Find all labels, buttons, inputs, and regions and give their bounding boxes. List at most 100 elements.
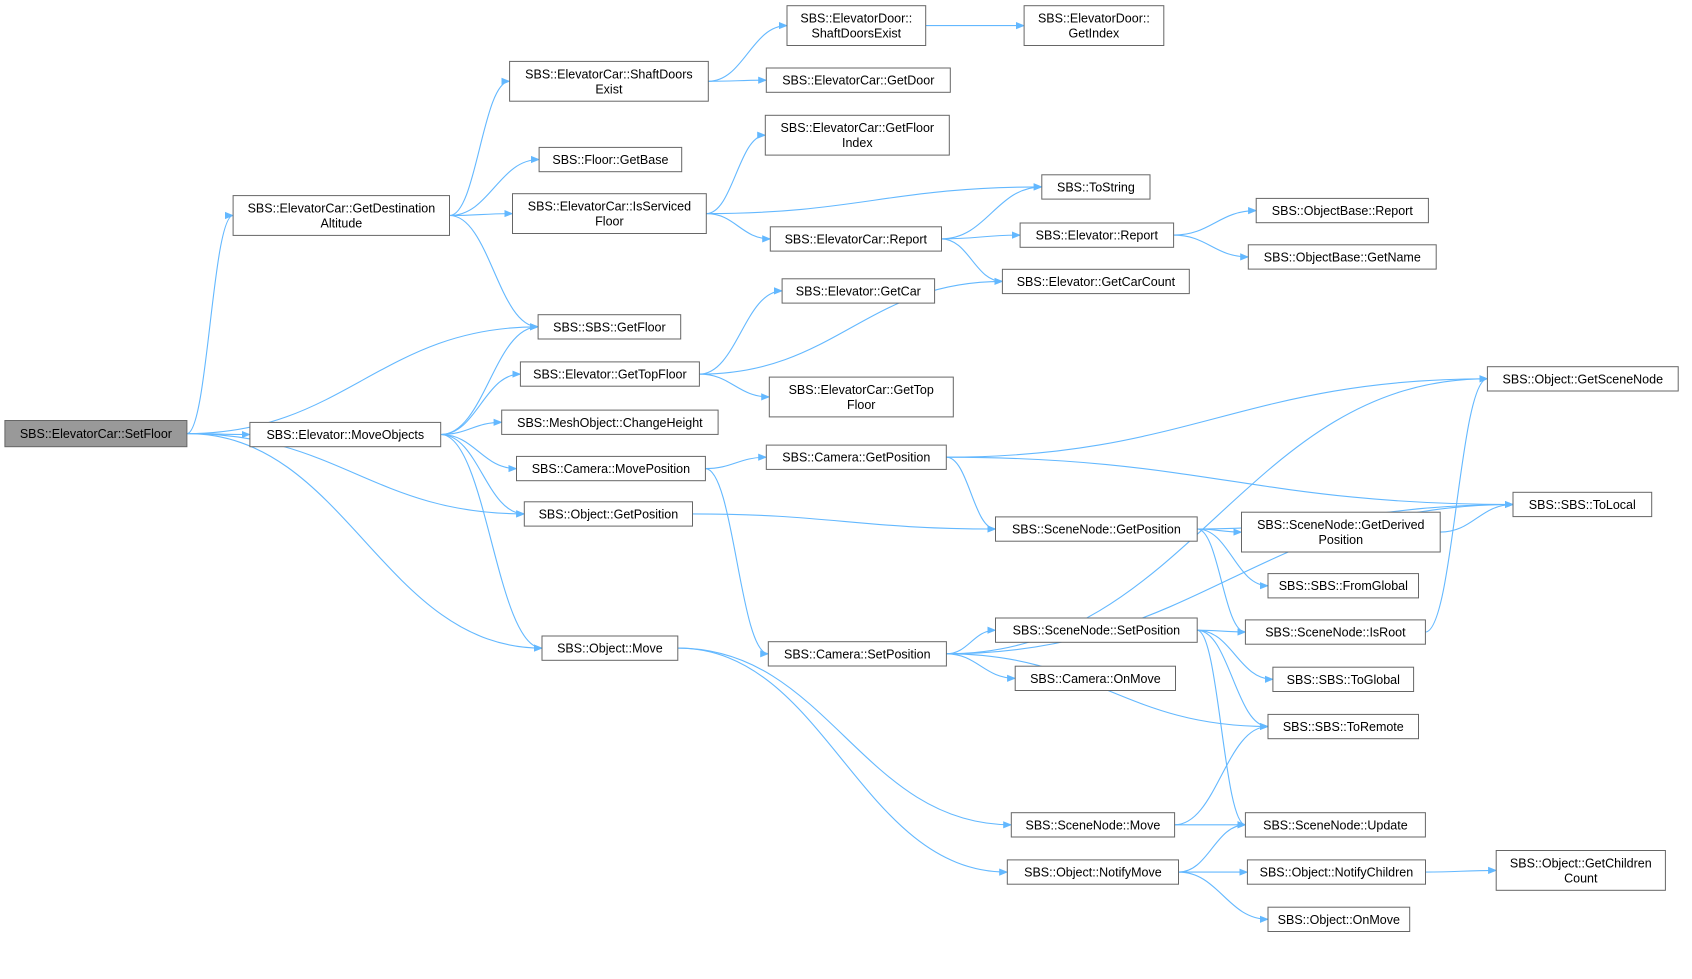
- edge-n4-n27: [692, 513, 997, 533]
- edge-n7-n14: [708, 76, 768, 84]
- node-label: SBS::SBS::FromGlobal: [1279, 579, 1408, 593]
- root-function-node[interactable]: SBS::ElevatorCar::SetFloor: [4, 420, 188, 448]
- node-box: [995, 516, 1198, 542]
- node-label: SBS::SceneNode::GetPosition: [1012, 523, 1181, 537]
- node-label: SBS::Object::GetPosition: [539, 507, 679, 521]
- function-node[interactable]: SBS::Elevator::GetCarCount: [1001, 268, 1190, 295]
- edge-n3-n11: [440, 418, 503, 436]
- function-node[interactable]: SBS::Camera::OnMove: [1014, 665, 1177, 692]
- edge-n1-n2: [186, 211, 234, 435]
- function-node[interactable]: SBS::SceneNode::GetPosition: [995, 516, 1198, 542]
- node-label: SBS::SceneNode::IsRoot: [1265, 626, 1406, 640]
- function-node[interactable]: SBS::Camera::MovePosition: [516, 455, 706, 482]
- function-node[interactable]: SBS::ElevatorDoor::GetIndex: [1023, 5, 1165, 46]
- edge-n40-n41: [1425, 866, 1498, 875]
- edge-n3-n10: [440, 370, 522, 436]
- node-box: [512, 193, 707, 234]
- node-box: [1246, 859, 1427, 885]
- node-box: [765, 67, 951, 93]
- edge-n18-n20: [941, 238, 1004, 285]
- function-node[interactable]: SBS::ElevatorCar::ShaftDoorsExist: [509, 60, 709, 102]
- node-label: SBS::SBS::ToLocal: [1529, 498, 1636, 512]
- edge-n25-n29: [946, 456, 1514, 509]
- edge-n33-n38: [1196, 629, 1247, 829]
- function-node[interactable]: SBS::Object::OnMove: [1267, 906, 1411, 933]
- function-node[interactable]: SBS::Elevator::GetTopFloor: [519, 361, 700, 387]
- function-node[interactable]: SBS::Elevator::Report: [1019, 222, 1175, 248]
- edge-n2-n8: [449, 155, 540, 217]
- function-node[interactable]: SBS::SceneNode::IsRoot: [1244, 619, 1426, 645]
- edge-n18-n17: [941, 183, 1043, 240]
- function-node[interactable]: SBS::ElevatorCar::GetDoor: [765, 67, 951, 93]
- node-label: SBS::Elevator::GetTopFloor: [533, 368, 687, 382]
- function-node[interactable]: SBS::Object::NotifyChildren: [1246, 859, 1427, 885]
- function-node[interactable]: SBS::Camera::SetPosition: [767, 641, 947, 667]
- function-node[interactable]: SBS::SceneNode::Update: [1244, 812, 1426, 838]
- node-label: SBS::ObjectBase::Report: [1272, 204, 1414, 218]
- edge-n3-n4: [440, 433, 526, 518]
- node-box: [765, 444, 947, 470]
- edge-n30-n29: [1440, 500, 1514, 533]
- node-box: [1512, 491, 1653, 518]
- node-label: SBS::Object::GetSceneNode: [1503, 372, 1664, 386]
- node-label: SBS::SBS::ToGlobal: [1287, 673, 1400, 687]
- node-label: SBS::Object::Move: [557, 642, 663, 656]
- edge-n27-n31: [1197, 528, 1269, 590]
- node-label: Altitude: [321, 217, 363, 231]
- function-node[interactable]: SBS::Floor::GetBase: [538, 146, 683, 173]
- function-node[interactable]: SBS::SBS::ToGlobal: [1272, 666, 1415, 693]
- node-label: SBS::ToString: [1057, 180, 1135, 194]
- node-box: [249, 421, 442, 448]
- function-node[interactable]: SBS::MeshObject::ChangeHeight: [501, 409, 719, 435]
- edge-n33-n36: [1197, 629, 1269, 731]
- function-node[interactable]: SBS::SBS::FromGlobal: [1267, 573, 1419, 599]
- node-box: [1267, 713, 1419, 740]
- node-box: [4, 420, 188, 448]
- node-label: SBS::Camera::SetPosition: [784, 647, 931, 661]
- function-node[interactable]: SBS::SceneNode::SetPosition: [995, 617, 1198, 643]
- function-node[interactable]: SBS::ElevatorCar::GetTopFloor: [768, 376, 954, 418]
- function-node[interactable]: SBS::SBS::ToLocal: [1512, 491, 1653, 518]
- function-node[interactable]: SBS::ObjectBase::GetName: [1247, 244, 1437, 270]
- call-edges: [186, 22, 1514, 923]
- function-node[interactable]: SBS::SceneNode::Move: [1010, 812, 1176, 838]
- node-label: SBS::Elevator::GetCar: [796, 284, 921, 298]
- function-node[interactable]: SBS::ObjectBase::Report: [1255, 197, 1429, 224]
- function-node[interactable]: SBS::Elevator::GetCar: [781, 278, 936, 304]
- node-label: SBS::SceneNode::Move: [1026, 818, 1161, 832]
- node-label: SBS::Object::GetChildren: [1510, 856, 1652, 870]
- function-node[interactable]: SBS::Camera::GetPosition: [765, 444, 947, 470]
- node-box: [1255, 197, 1429, 224]
- function-node[interactable]: SBS::Object::Move: [541, 635, 679, 661]
- node-box: [1267, 573, 1419, 599]
- function-node[interactable]: SBS::SBS::GetFloor: [537, 314, 682, 340]
- function-node[interactable]: SBS::Object::GetPosition: [523, 501, 693, 527]
- edge-n2-n9: [449, 210, 514, 218]
- edge-n1-n5: [186, 323, 539, 435]
- function-node[interactable]: SBS::Object::NotifyMove: [1006, 859, 1179, 885]
- edge-n2-n7: [449, 77, 511, 217]
- node-label: Floor: [847, 398, 875, 412]
- function-node[interactable]: SBS::ElevatorCar::Report: [769, 226, 942, 252]
- function-node[interactable]: SBS::SBS::ToRemote: [1267, 713, 1419, 740]
- node-label: SBS::ElevatorCar::GetTop: [789, 383, 934, 397]
- node-label: SBS::ElevatorCar::GetDestination: [248, 202, 436, 216]
- function-node[interactable]: SBS::Elevator::MoveObjects: [249, 421, 442, 448]
- node-box: [767, 641, 947, 667]
- node-label: SBS::Elevator::Report: [1036, 229, 1159, 243]
- function-node[interactable]: SBS::ToString: [1041, 174, 1151, 200]
- node-box: [769, 226, 942, 252]
- edge-n37-n36: [1174, 722, 1269, 826]
- function-node[interactable]: SBS::Object::GetSceneNode: [1486, 366, 1679, 392]
- node-box: [786, 5, 927, 46]
- node-box: [509, 60, 709, 102]
- node-label: SBS::ObjectBase::GetName: [1264, 250, 1421, 264]
- function-node[interactable]: SBS::ElevatorDoor::ShaftDoorsExist: [786, 5, 927, 46]
- node-box: [1241, 511, 1441, 553]
